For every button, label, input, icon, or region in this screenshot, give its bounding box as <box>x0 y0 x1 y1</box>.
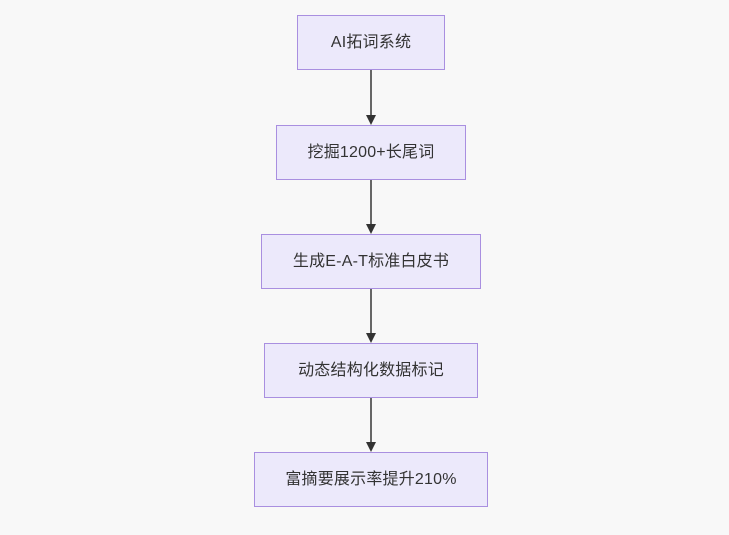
flow-edge-1-2 <box>361 70 381 126</box>
flow-node-4[interactable]: 动态结构化数据标记 <box>264 343 478 398</box>
flow-edge-3-4 <box>361 289 381 344</box>
flow-edge-2-3 <box>361 180 381 235</box>
flow-node-label: AI拓词系统 <box>330 33 412 51</box>
flow-node-1[interactable]: AI拓词系统 <box>297 15 445 70</box>
arrowhead-icon <box>366 115 376 125</box>
flow-node-label: 挖掘1200+长尾词 <box>307 143 435 161</box>
arrowhead-icon <box>366 224 376 234</box>
arrowhead-icon <box>366 442 376 452</box>
flow-edge-4-5 <box>361 398 381 453</box>
flow-node-3[interactable]: 生成E-A-T标准白皮书 <box>261 234 481 289</box>
arrowhead-icon <box>366 333 376 343</box>
flow-node-label: 动态结构化数据标记 <box>298 361 444 379</box>
flow-node-label: 富摘要展示率提升210% <box>285 470 457 488</box>
flow-node-label: 生成E-A-T标准白皮书 <box>292 252 450 270</box>
flow-node-2[interactable]: 挖掘1200+长尾词 <box>276 125 466 180</box>
flow-node-5[interactable]: 富摘要展示率提升210% <box>254 452 488 507</box>
